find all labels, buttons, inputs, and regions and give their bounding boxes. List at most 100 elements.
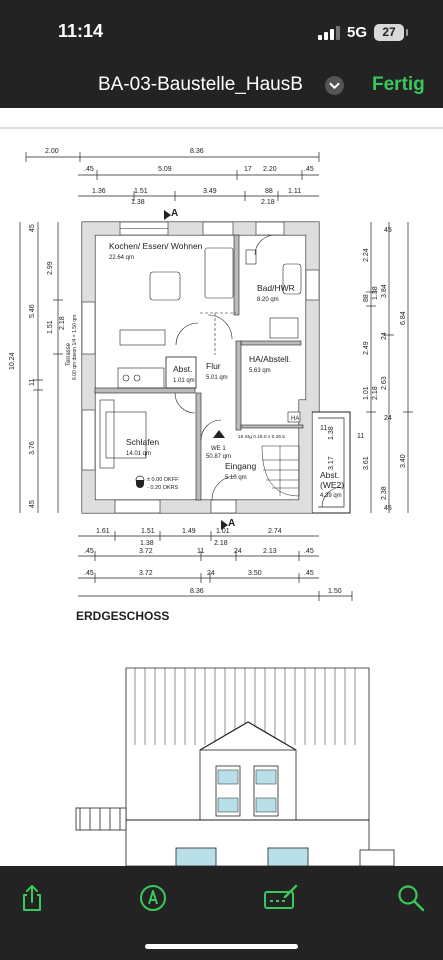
dim-top2-4: .45 bbox=[304, 166, 314, 173]
dim-right-138: 1.38 bbox=[372, 286, 379, 300]
share-icon[interactable] bbox=[17, 883, 47, 913]
search-icon[interactable] bbox=[396, 883, 426, 913]
dim-bot2-0: .45 bbox=[84, 548, 94, 555]
dim-right-11a: 11 bbox=[320, 425, 327, 432]
dim-right-218: 2.18 bbox=[372, 386, 379, 400]
dim-top3-0: 1.36 bbox=[92, 188, 106, 195]
room-eingang-area: 5.10 qm bbox=[225, 475, 247, 481]
room-bath-name: Bad/HWR bbox=[257, 283, 295, 293]
room-abst2-sub: (WE2) bbox=[320, 480, 344, 490]
dim-left-total: 10.24 bbox=[9, 352, 16, 370]
dim-left-151: 1.51 bbox=[47, 320, 54, 334]
dim-bot1-3: 2.74 bbox=[268, 528, 282, 535]
room-labels: Kochen/ Essen/ Wohnen 22.64 qm Bad/HWR 8… bbox=[109, 241, 344, 499]
floor-plan-walls bbox=[81, 210, 351, 530]
left-dimension-lines bbox=[19, 222, 63, 513]
dim-top-8-36: 8.36 bbox=[190, 148, 204, 155]
battery-icon: 27 bbox=[374, 24, 404, 41]
dim-top2-3: 2.20 bbox=[263, 166, 277, 173]
plan-heading: ERDGESCHOSS bbox=[76, 609, 169, 623]
dim-top2-0: .45 bbox=[84, 166, 94, 173]
top-dimension-lines bbox=[25, 152, 320, 201]
dim-left-45b: 45 bbox=[29, 500, 36, 508]
room-eingang-name: Eingang bbox=[225, 461, 256, 471]
dim-bot3-2: 24 bbox=[207, 570, 215, 577]
dim-top3-3: 88 bbox=[265, 188, 273, 195]
dim-right-45a: 45 bbox=[384, 227, 392, 234]
dim-bot3-4: .45 bbox=[304, 570, 314, 577]
dim-right-101: 1.01 bbox=[363, 386, 370, 400]
chevron-down-icon[interactable] bbox=[325, 76, 344, 95]
room-abst-name: Abst. bbox=[173, 364, 192, 374]
dim-right-684: 6.84 bbox=[400, 311, 407, 325]
dim-left-218: 2.18 bbox=[59, 316, 66, 330]
dim-right-24: 24 bbox=[381, 332, 388, 340]
done-button[interactable]: Fertig bbox=[372, 74, 425, 95]
home-indicator bbox=[145, 944, 298, 949]
room-schlafen-name: Schlafen bbox=[126, 437, 159, 447]
dim-bot1b-2: 2.18 bbox=[214, 540, 228, 547]
dim-top3b-1: 2.18 bbox=[261, 199, 275, 206]
dim-top3-4: 1.11 bbox=[288, 188, 301, 195]
dim-right-238: 2.38 bbox=[381, 486, 388, 500]
right-dimension-lines bbox=[366, 222, 413, 513]
pdf-page-view[interactable]: 2.00 8.36 .45 5.09 17 2.20 .45 1.36 1.51… bbox=[0, 108, 443, 866]
dim-bot4-1: 1.50 bbox=[328, 588, 342, 595]
room-ha-name: HA/Abstell. bbox=[249, 354, 291, 364]
floor-plan-drawing: 2.00 8.36 .45 5.09 17 2.20 .45 1.36 1.51… bbox=[0, 127, 443, 866]
okff-label: ± 0.00 OKFF bbox=[147, 477, 179, 483]
stair-symbol bbox=[261, 445, 300, 497]
dim-right-361: 3.61 bbox=[363, 456, 370, 470]
dim-right-249: 2.49 bbox=[363, 341, 370, 355]
dim-right-88: 88 bbox=[363, 294, 370, 302]
dim-top-2-00: 2.00 bbox=[45, 148, 59, 155]
document-title[interactable]: BA-03-Baustelle_HausB bbox=[98, 74, 303, 95]
dim-right-317: 3.17 bbox=[328, 456, 335, 470]
dim-right-45b: 45 bbox=[384, 505, 392, 512]
dim-left-45a: 45 bbox=[29, 224, 36, 232]
dim-left-546: 5.46 bbox=[29, 304, 36, 318]
dim-top3-1: 1.51 bbox=[134, 188, 148, 195]
status-time: 11:14 bbox=[58, 21, 104, 41]
battery-tip bbox=[406, 29, 408, 36]
signature-icon[interactable] bbox=[263, 883, 299, 913]
dim-bot1b-1: 1.01 bbox=[216, 528, 230, 535]
room-abst-area: 1.01 qm bbox=[173, 378, 195, 384]
room-abst2-area: 4.39 qm bbox=[320, 493, 342, 499]
dim-bot1b-0: 1.38 bbox=[140, 540, 154, 547]
room-flur-area: 5.01 qm bbox=[206, 375, 228, 381]
room-schlafen-area: 14.01 qm bbox=[126, 451, 151, 457]
we-label: WE 1 bbox=[211, 446, 226, 452]
dim-bot3-0: .45 bbox=[84, 570, 94, 577]
room-bath-area: 8.20 qm bbox=[257, 297, 279, 303]
dim-left-299: 2.99 bbox=[47, 261, 54, 275]
dim-bot2-1: 3.72 bbox=[139, 548, 153, 555]
we-area: 50.87 qm bbox=[206, 454, 231, 460]
room-abst2-name: Abst. bbox=[320, 470, 339, 480]
dim-bot1-0: 1.61 bbox=[96, 528, 110, 535]
room-kitchen-name: Kochen/ Essen/ Wohnen bbox=[109, 241, 203, 251]
dim-right-384: 3.84 bbox=[381, 284, 388, 298]
terrasse-dim: 6.00 qm davon 1/4 = 1.50 qm bbox=[72, 315, 78, 380]
markup-pen-icon[interactable] bbox=[138, 883, 168, 913]
dim-right-263: 2.63 bbox=[381, 376, 388, 390]
dim-right-138b: 1.38 bbox=[328, 426, 335, 440]
dim-bot2-2: 11 bbox=[197, 548, 204, 555]
stair-label: 16 Stg 0.18.0 x 0.26.5 bbox=[238, 434, 285, 440]
dim-bot1-2: 1.49 bbox=[182, 528, 196, 535]
okrs-label: - 0.20 OKRS bbox=[147, 485, 179, 491]
dim-right-11b: 11 bbox=[357, 433, 364, 440]
top-bar: 11:14 5G 27 BA-03-Baustelle_HausB Fertig bbox=[0, 0, 443, 108]
room-ha-area: 5.63 qm bbox=[249, 368, 271, 374]
dim-right-24b: 24 bbox=[384, 415, 392, 422]
dim-top3b-0: 1.38 bbox=[131, 199, 145, 206]
dim-top2-1: 5.09 bbox=[158, 166, 172, 173]
terrasse-label: Terrasse bbox=[66, 342, 72, 366]
network-type: 5G bbox=[347, 24, 368, 41]
dim-left-11: 11 bbox=[29, 379, 36, 386]
cellular-signal-icon bbox=[318, 26, 340, 40]
room-kitchen-area: 22.64 qm bbox=[109, 255, 134, 261]
dim-top3-2: 3.49 bbox=[203, 188, 217, 195]
ha-tag: HA bbox=[291, 416, 299, 422]
section-a-bottom: A bbox=[228, 518, 235, 529]
